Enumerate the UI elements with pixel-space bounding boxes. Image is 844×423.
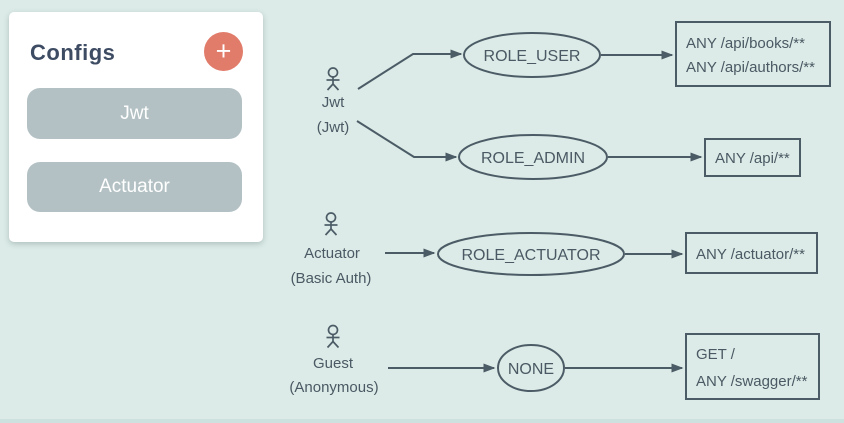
rule-line: ANY /api/books/** bbox=[686, 35, 805, 52]
actor-actuator: Actuator (Basic Auth) bbox=[291, 212, 372, 287]
person-icon bbox=[323, 212, 339, 236]
bottom-edge-strip bbox=[0, 419, 844, 423]
role-label: NONE bbox=[508, 361, 554, 378]
actor-name: Jwt bbox=[322, 94, 345, 111]
node-role-user: ROLE_USER bbox=[463, 32, 601, 78]
plus-icon: + bbox=[215, 36, 232, 66]
actor-jwt: Jwt (Jwt) bbox=[317, 67, 350, 136]
rule-line: GET / bbox=[696, 346, 736, 363]
actor-name: Actuator bbox=[304, 245, 360, 262]
add-config-button[interactable]: + bbox=[204, 32, 243, 71]
actor-auth: (Jwt) bbox=[317, 119, 350, 136]
actor-auth: (Anonymous) bbox=[289, 379, 378, 396]
node-none: NONE bbox=[497, 344, 565, 392]
role-label: ROLE_ACTUATOR bbox=[462, 247, 601, 264]
actor-name: Guest bbox=[313, 355, 354, 372]
page-title: Configs bbox=[30, 40, 116, 65]
config-button-actuator[interactable]: Actuator bbox=[27, 162, 242, 212]
rule-line: ANY /api/** bbox=[715, 150, 790, 167]
person-icon bbox=[325, 67, 341, 91]
rule-line: ANY /api/authors/** bbox=[686, 59, 815, 76]
rules-box-role-admin: ANY /api/** bbox=[704, 138, 801, 177]
actor-guest: Guest (Anonymous) bbox=[289, 324, 379, 396]
person-icon bbox=[325, 324, 341, 349]
node-role-actuator: ROLE_ACTUATOR bbox=[437, 232, 625, 276]
role-label: ROLE_USER bbox=[484, 48, 581, 65]
actor-auth: (Basic Auth) bbox=[291, 270, 372, 287]
role-label: ROLE_ADMIN bbox=[481, 150, 585, 167]
rules-box-none: GET / ANY /swagger/** bbox=[685, 333, 820, 400]
node-role-admin: ROLE_ADMIN bbox=[458, 134, 608, 180]
configs-panel: Configs + Jwt Actuator bbox=[9, 12, 263, 242]
edge-jwt-to-role-admin bbox=[356, 120, 458, 162]
config-button-jwt[interactable]: Jwt bbox=[27, 88, 242, 139]
edge-jwt-to-role-user bbox=[357, 49, 463, 90]
rule-line: ANY /swagger/** bbox=[696, 373, 808, 390]
rules-box-role-user: ANY /api/books/** ANY /api/authors/** bbox=[675, 21, 831, 87]
rule-line: ANY /actuator/** bbox=[696, 246, 805, 263]
rules-box-role-actuator: ANY /actuator/** bbox=[685, 232, 818, 274]
